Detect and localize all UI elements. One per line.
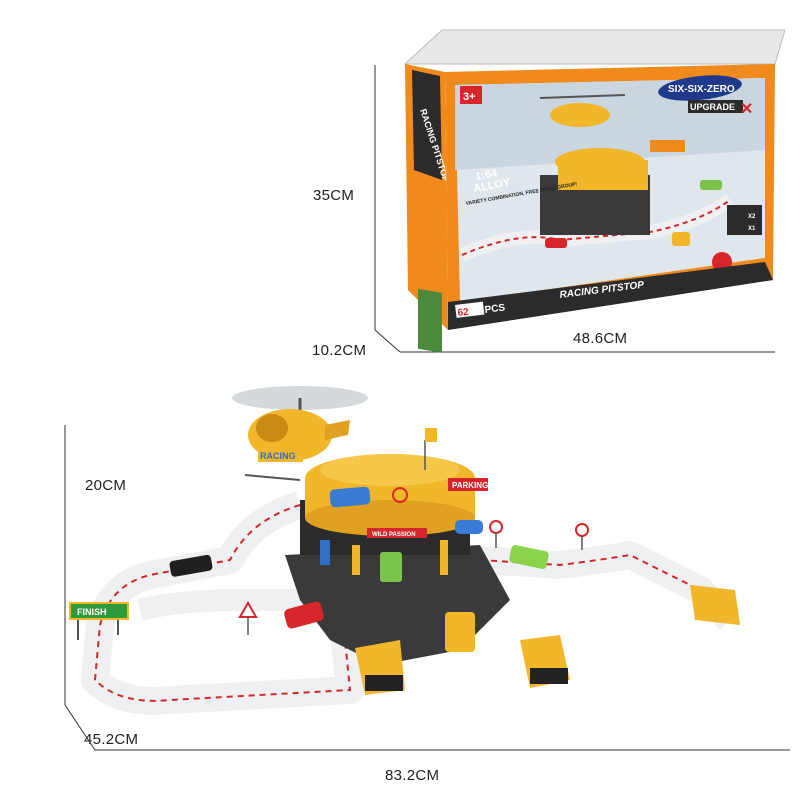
helicopter: RACING: [232, 386, 368, 481]
brand-logo: SIX-SIX-ZERO: [668, 84, 735, 95]
no-entry-icon: [392, 487, 408, 503]
red-car: [284, 601, 324, 629]
pieces-unit: PCS: [484, 303, 506, 316]
box-height-label: 35CM: [313, 187, 355, 204]
flag: [425, 428, 437, 442]
blue-car-2: [455, 520, 483, 534]
helicopter-text: RACING: [260, 451, 296, 461]
brand-sub: UPGRADE: [690, 102, 735, 112]
ramp-right: [690, 585, 740, 625]
scale-label: 1:64: [474, 167, 499, 183]
road-sign-icon: [575, 523, 589, 537]
finish-sign: [69, 602, 129, 620]
product-box: RACING PITSTOP SIX-SIX-ZERO UPGRADE ✕ 3+…: [403, 29, 786, 353]
set-depth-label: 45.2CM: [84, 731, 139, 748]
playset: WILD PASSION PARKING FINISH: [69, 386, 740, 715]
yellow-buggy: [445, 612, 475, 652]
x-mark-icon: ✕: [740, 101, 753, 118]
green-bus: [509, 544, 549, 570]
box-depth-label: 10.2CM: [312, 342, 367, 359]
dimension-lines: [64, 65, 790, 751]
track-left: [81, 491, 364, 715]
parking-sign: [448, 478, 488, 491]
blue-car: [329, 486, 371, 508]
age-badge: 3+: [463, 91, 476, 103]
heli-count: X1: [748, 226, 756, 232]
black-car: [169, 554, 213, 577]
parking-sign-text: PARKING: [452, 481, 488, 490]
set-height-label: 20CM: [85, 477, 127, 494]
set-width-label: 83.2CM: [385, 767, 440, 784]
pieces-count: 62: [457, 307, 470, 319]
no-entry-sign-icon: [489, 520, 503, 534]
finish-sign-text: FINISH: [77, 607, 107, 617]
car-count: X2: [748, 214, 756, 220]
green-car: [380, 552, 402, 582]
box-width-label: 48.6CM: [573, 330, 628, 347]
banner-text: WILD PASSION: [372, 532, 416, 538]
